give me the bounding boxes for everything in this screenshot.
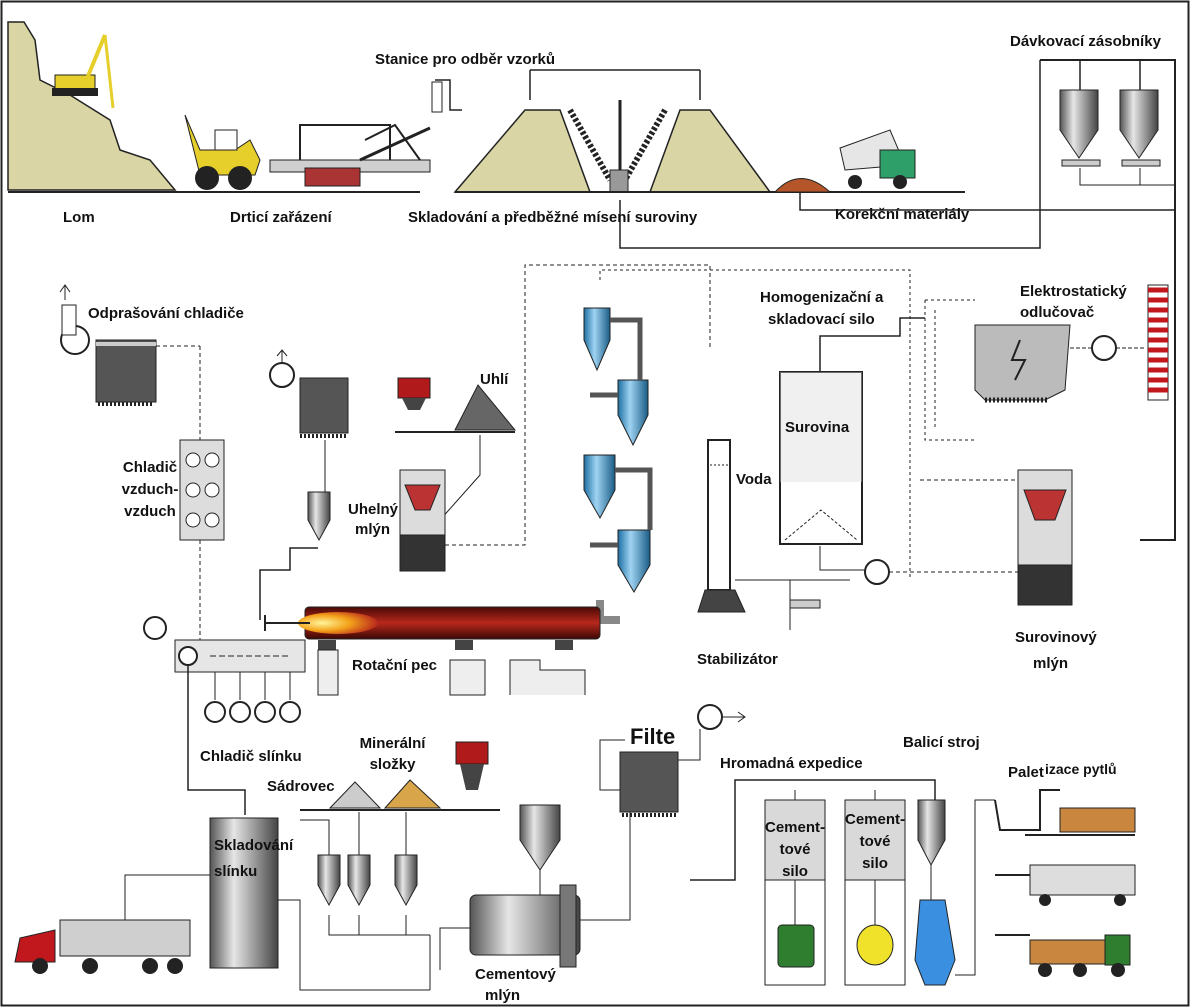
air-cooler-graphic bbox=[179, 346, 225, 640]
label-esp-2: odlučovač bbox=[1020, 304, 1095, 321]
label-gypsum: Sádrovec bbox=[267, 778, 335, 795]
label-cooler-dedusting: Odprašování chladiče bbox=[88, 305, 244, 322]
rotary-kiln-graphic bbox=[264, 606, 601, 696]
label-cement-mill-2: mlýn bbox=[485, 987, 521, 1004]
label-coal-mill-2: mlýn bbox=[355, 521, 391, 538]
label-cement-mill-1: Cementový bbox=[475, 966, 556, 983]
label-rotary-kiln: Rotační pec bbox=[352, 657, 438, 674]
label-air-cooler-1: Chladič bbox=[122, 459, 178, 476]
label-raw-mill-1: Surovinový bbox=[1015, 629, 1097, 646]
label-filter: Filte bbox=[630, 724, 676, 749]
dosing-bins-graphic bbox=[619, 59, 1176, 541]
coal-graphic bbox=[395, 377, 517, 521]
label-bulk-dispatch: Hromadná expedice bbox=[720, 755, 863, 772]
label-raw-material: Surovina bbox=[785, 419, 850, 436]
label-homog-silo-2: skladovací silo bbox=[768, 311, 875, 328]
label-clinker-storage-2: slínku bbox=[214, 863, 258, 880]
label-air-cooler-2: vzduch- bbox=[121, 481, 179, 498]
storage-piles-graphic bbox=[431, 69, 772, 193]
cooler-dedusting-graphic bbox=[59, 284, 200, 406]
correction-truck-graphic bbox=[773, 129, 916, 193]
label-cement-silo-2c: silo bbox=[862, 855, 888, 872]
raw-mill-graphic bbox=[864, 469, 1073, 606]
label-cement-silo-1b: tové bbox=[779, 841, 811, 858]
cement-mill-graphic bbox=[439, 739, 631, 970]
label-water: Voda bbox=[736, 471, 772, 488]
label-palletizing-a: Palet bbox=[1008, 764, 1044, 781]
packing-graphic bbox=[914, 799, 995, 986]
label-coal: Uhlí bbox=[480, 371, 509, 388]
label-dosing-bins: Dávkovací zásobníky bbox=[1010, 33, 1161, 50]
preheater-graphic bbox=[583, 269, 911, 624]
label-esp-1: Elektrostatický bbox=[1020, 283, 1127, 300]
electrostatic-precipitator-graphic bbox=[924, 284, 1169, 441]
label-storage-preblending: Skladování a předběžné mísení suroviny bbox=[408, 209, 698, 226]
label-lom: Lom bbox=[63, 209, 95, 226]
label-coal-mill-1: Uhelný bbox=[348, 501, 399, 518]
coal-mill-graphic bbox=[399, 264, 711, 572]
label-cement-silo-1a: Cement- bbox=[765, 819, 826, 836]
label-palletizing-b: izace pytlů bbox=[1045, 761, 1117, 777]
label-cement-silo-2b: tové bbox=[859, 833, 891, 850]
quarry-graphic bbox=[7, 21, 177, 191]
coal-filter-graphic bbox=[259, 349, 349, 620]
label-raw-mill-2: mlýn bbox=[1033, 655, 1069, 672]
clinker-cooler-graphic bbox=[143, 616, 306, 815]
raw-silo-graphic bbox=[779, 317, 925, 571]
additives-graphic bbox=[300, 741, 500, 990]
label-stabilizer: Stabilizátor bbox=[697, 651, 778, 668]
label-cement-silo-2a: Cement- bbox=[844, 811, 905, 828]
label-packing-machine: Balicí stroj bbox=[903, 734, 980, 751]
cement-silos-graphic bbox=[690, 779, 936, 986]
label-cement-silo-1c: silo bbox=[782, 863, 808, 880]
label-air-cooler-3: vzduch bbox=[124, 503, 176, 520]
label-homog-silo-1: Homogenizační a bbox=[760, 289, 884, 306]
label-mineral-1: Minerální bbox=[359, 735, 426, 752]
label-sampling-station: Stanice pro odběr vzorků bbox=[375, 51, 556, 68]
label-crushing: Drticí zařázení bbox=[230, 209, 332, 226]
loader-graphic bbox=[184, 114, 261, 190]
label-clinker-storage-1: Skladování bbox=[214, 837, 294, 854]
clinker-truck-graphic bbox=[14, 919, 191, 974]
label-clinker-cooler: Chladič slínku bbox=[200, 748, 302, 765]
label-mineral-2: složky bbox=[369, 756, 416, 773]
label-correction-materials: Korekční materiály bbox=[835, 206, 970, 223]
crusher-graphic bbox=[269, 123, 431, 187]
palletizing-graphic bbox=[994, 789, 1136, 977]
cement-filter-graphic bbox=[619, 704, 746, 817]
stabilizer-graphic bbox=[697, 439, 850, 630]
clinker-silo-graphic bbox=[114, 817, 430, 991]
